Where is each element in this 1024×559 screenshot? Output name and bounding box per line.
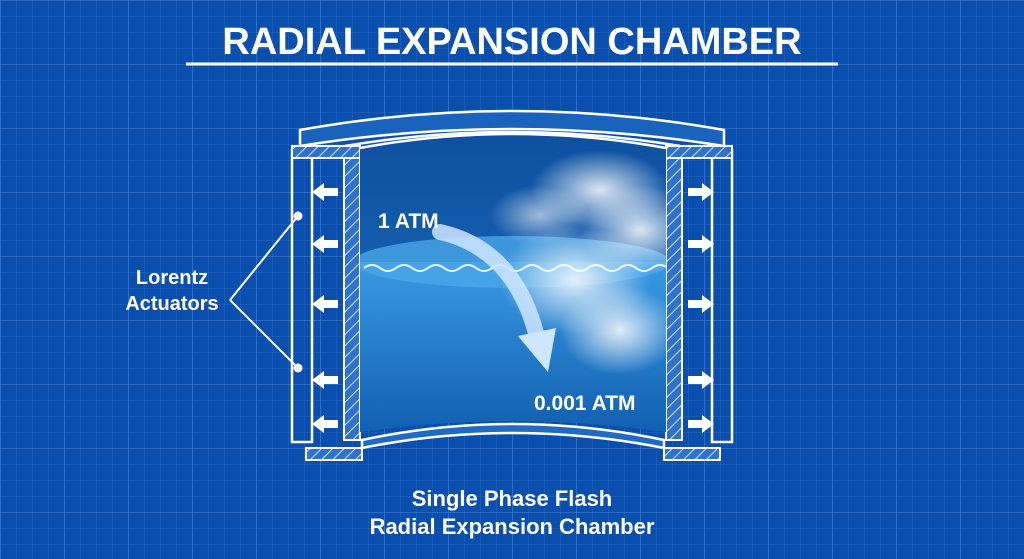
- arrow-right-icon: [688, 183, 714, 201]
- chamber-floor: [360, 422, 666, 450]
- arrow-right-icon: [688, 415, 714, 433]
- left-base-flange: [305, 447, 363, 461]
- diagram-title: RADIAL EXPANSION CHAMBER: [222, 21, 801, 63]
- chamber-interior: [360, 134, 666, 432]
- arrow-right-icon: [688, 371, 714, 389]
- right-base-flange: [663, 447, 721, 461]
- caption-line1: Single Phase Flash: [412, 486, 613, 511]
- actuators-label-line1: Lorentz: [136, 267, 208, 289]
- chamber-top-rim: [359, 132, 667, 150]
- actuators-callout: [229, 215, 299, 369]
- arrow-left-icon: [312, 183, 338, 201]
- caption-line2: Radial Expansion Chamber: [370, 514, 655, 539]
- vapor-cloud: [560, 285, 666, 375]
- left-hatched-wall: [343, 149, 361, 441]
- callout-dot-upper: [293, 211, 303, 221]
- left-actuator-arrows: [312, 183, 338, 433]
- arrow-left-icon: [312, 371, 338, 389]
- arrow-left-icon: [312, 415, 338, 433]
- liquid-ripples: [363, 264, 666, 272]
- pressure-low-label: 0.001 ATM: [534, 392, 636, 415]
- left-top-flange: [291, 145, 361, 159]
- actuators-label-line2: Actuators: [125, 293, 218, 315]
- callout-dot-lower: [293, 363, 303, 373]
- arrow-right-icon: [688, 235, 714, 253]
- right-actuator-arrows: [688, 183, 714, 433]
- pressure-high-label: 1 ATM: [378, 210, 439, 233]
- right-hatched-wall: [665, 149, 683, 441]
- callout-line-lower: [229, 299, 299, 369]
- arrow-left-icon: [312, 235, 338, 253]
- vapor-cloud: [490, 185, 590, 245]
- arrow-right-icon: [688, 295, 714, 313]
- flash-arrow: [432, 224, 548, 358]
- arrow-left-icon: [312, 295, 338, 313]
- right-top-flange: [665, 145, 733, 159]
- callout-line-upper: [229, 215, 299, 301]
- curved-arrow-down-icon: [518, 328, 556, 372]
